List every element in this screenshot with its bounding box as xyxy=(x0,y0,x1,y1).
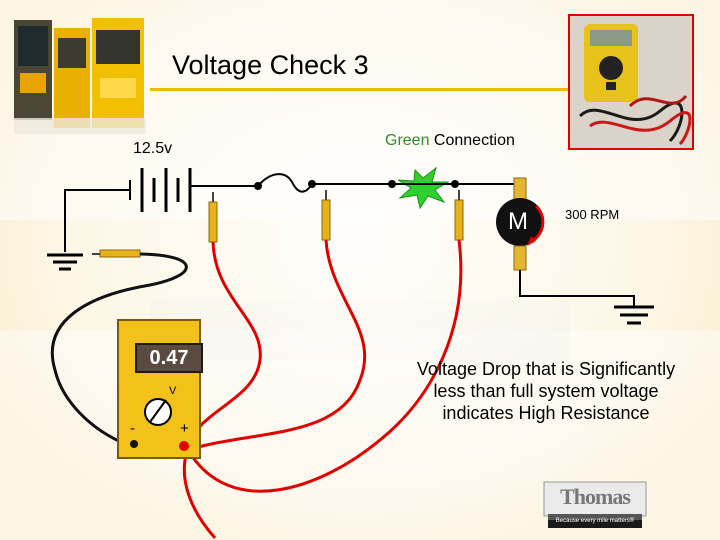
ground-symbol-left xyxy=(47,253,83,271)
ground-wire-right xyxy=(519,270,635,306)
meter-negative-label: - xyxy=(130,420,135,437)
ground-wire-left xyxy=(64,189,130,252)
meter-v-jack xyxy=(179,441,189,451)
motor-shaft-top xyxy=(513,177,527,201)
red-lead-2 xyxy=(187,239,367,452)
probe-ground xyxy=(92,249,141,258)
battery-voltage-label: 12.5v xyxy=(133,140,173,157)
meter-positive-label: + xyxy=(180,420,189,437)
slide-title: Voltage Check 3 xyxy=(172,50,369,80)
motor-symbol xyxy=(496,198,544,246)
green-connection-icon xyxy=(397,166,450,210)
red-lead-1 xyxy=(186,241,262,446)
logo-name: Thomas xyxy=(560,484,631,509)
voltage-drop-note: Voltage Drop that is Significantly less … xyxy=(416,359,676,423)
red-lead-tail xyxy=(182,454,217,539)
logo-art xyxy=(543,481,647,528)
green-connection-label: Green Connection xyxy=(385,132,515,150)
ground-symbol-right xyxy=(614,305,654,325)
meter-body xyxy=(117,319,201,459)
black-test-lead xyxy=(50,252,188,447)
meter-dial-pointer xyxy=(149,399,167,423)
probe-1 xyxy=(208,192,218,243)
green-word: Green xyxy=(385,132,430,149)
meter-display: 0.47 xyxy=(135,343,203,373)
thomas-logo: Thomas Because every mile matters® xyxy=(540,478,650,530)
motor-label: M xyxy=(508,208,528,235)
connection-word: Connection xyxy=(429,132,515,149)
red-lead-3 xyxy=(186,239,463,493)
probe-3 xyxy=(454,190,464,241)
bus-photo-strip xyxy=(14,18,146,134)
fuse-symbol xyxy=(257,173,313,193)
motor-speed-label: 300 RPM xyxy=(565,207,620,222)
rotation-arrowhead-icon xyxy=(527,236,536,246)
multimeter-photo-art xyxy=(570,16,692,148)
probe-2 xyxy=(321,190,331,241)
meter-com-jack xyxy=(130,440,138,448)
motor-shaft-bottom xyxy=(513,245,527,271)
multimeter-photo xyxy=(568,14,694,150)
battery-symbol xyxy=(129,168,192,212)
logo-tagline: Because every mile matters® xyxy=(555,518,635,524)
title-underline xyxy=(150,88,570,91)
meter-unit-label: V xyxy=(169,385,177,397)
motor-feed-node xyxy=(451,180,459,188)
